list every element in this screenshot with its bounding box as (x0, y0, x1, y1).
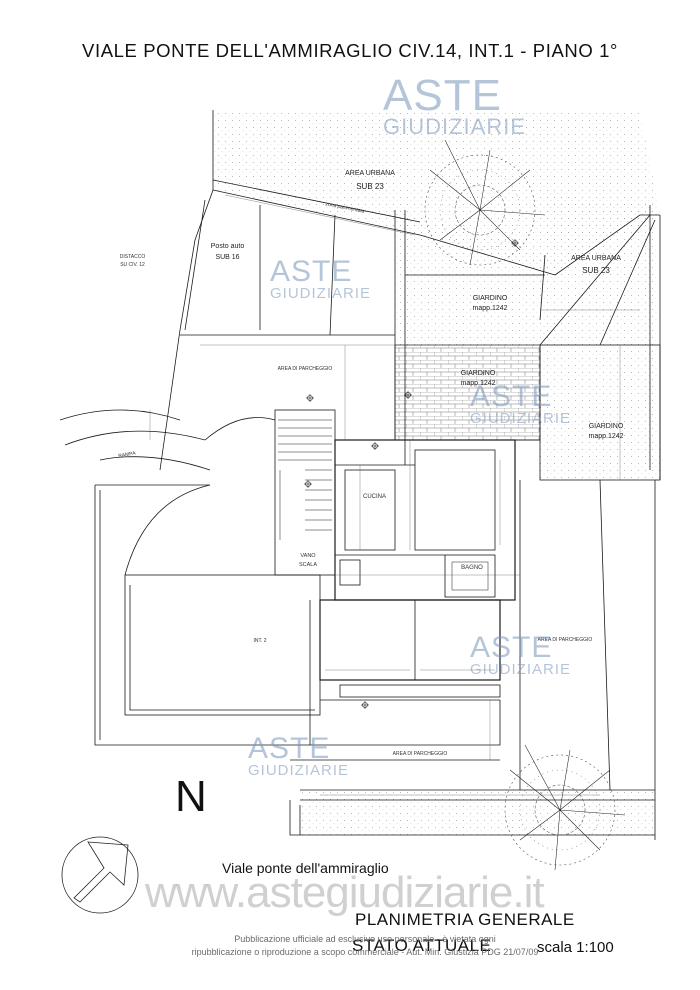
label-mapp-2: mapp.1242 (460, 380, 496, 387)
label-giardino-3: GIARDINO (588, 423, 624, 430)
watermark-logo-top: ASTE GIUDIZIARIE (383, 71, 527, 139)
watermark-logo-2: ASTE GIUDIZIARIE (270, 255, 372, 302)
label-mapp-1: mapp.1242 (472, 305, 508, 312)
label-scala: SCALA (298, 562, 318, 568)
watermark-brand-bottom: GIUDIZIARIE (470, 410, 572, 427)
label-cucina: CUCINA (362, 494, 386, 500)
watermark-brand-bottom: GIUDIZIARIE (470, 661, 572, 678)
watermark-brand-bottom: GIUDIZIARIE (383, 114, 527, 139)
label-giardino-2: GIARDINO (460, 370, 496, 377)
publication-line-1: Pubblicazione ufficiale ad esclusivo uso… (234, 934, 496, 944)
watermark-logo-5: ASTE GIUDIZIARIE (248, 732, 350, 779)
label-area-urbana-right: AREA URBANA (571, 255, 621, 262)
label-sub-23-top: SUB 23 (356, 182, 384, 191)
plan-scale: scala 1:100 (537, 939, 614, 956)
watermark-brand-bottom: GIUDIZIARIE (248, 762, 350, 779)
label-sub-16: SUB 16 (215, 254, 240, 261)
north-label: N (175, 772, 207, 821)
label-su-civ-12: SU CIV. 12 (120, 262, 145, 268)
label-mapp-3: mapp.1242 (588, 433, 624, 440)
plan-outlines (59, 110, 661, 840)
tree-bottom (504, 744, 626, 871)
label-vano: VANO (300, 553, 316, 559)
north-arrow-symbol (61, 836, 139, 914)
watermark-brand-top: ASTE (470, 380, 553, 413)
plan-subtitle: STATO ATTUALE (352, 936, 492, 955)
street-name: Viale ponte dell'ammiraglio (222, 860, 389, 876)
label-area-parcheggio-top: AREA DI PARCHEGGIO (277, 366, 333, 372)
label-int-2: INT. 2 (253, 638, 267, 644)
tree-top (424, 139, 546, 266)
label-giardino-1: GIARDINO (472, 295, 508, 302)
watermark-brand-top: ASTE (270, 255, 353, 288)
watermark-brand-top: ASTE (470, 631, 553, 664)
page-title: VIALE PONTE DELL'AMMIRAGLIO CIV.14, INT.… (82, 40, 618, 61)
label-sub-23-right: SUB 23 (582, 266, 610, 275)
label-bagno: BAGNO (461, 565, 483, 571)
label-area-parcheggio-bottom: AREA DI PARCHEGGIO (392, 751, 448, 757)
publication-notice: Pubblicazione ufficiale ad esclusivo uso… (150, 933, 580, 959)
label-area-parcheggio-right: AREA DI PARCHEGGIO (537, 637, 593, 643)
dimension-lines (149, 194, 640, 796)
label-distacco: DISTACCO (119, 254, 146, 260)
watermark-site-url: www.astegiudiziarie.it (145, 868, 545, 917)
watermark-brand-top: ASTE (383, 71, 502, 120)
label-posto-auto: Posto auto (210, 243, 245, 250)
hatched-areas (213, 110, 660, 835)
label-area-urbana-top: AREA URBANA (345, 170, 395, 177)
watermark-logo-4: ASTE GIUDIZIARIE (470, 631, 572, 678)
watermark-logo-3: ASTE GIUDIZIARIE (470, 380, 572, 427)
plan-title: PLANIMETRIA GENERALE (355, 910, 575, 929)
watermark-brand-bottom: GIUDIZIARIE (270, 285, 372, 302)
watermark-brand-top: ASTE (248, 732, 331, 765)
publication-line-2: ripubblicazione o riproduzione a scopo c… (191, 947, 539, 957)
level-markers (304, 239, 519, 709)
